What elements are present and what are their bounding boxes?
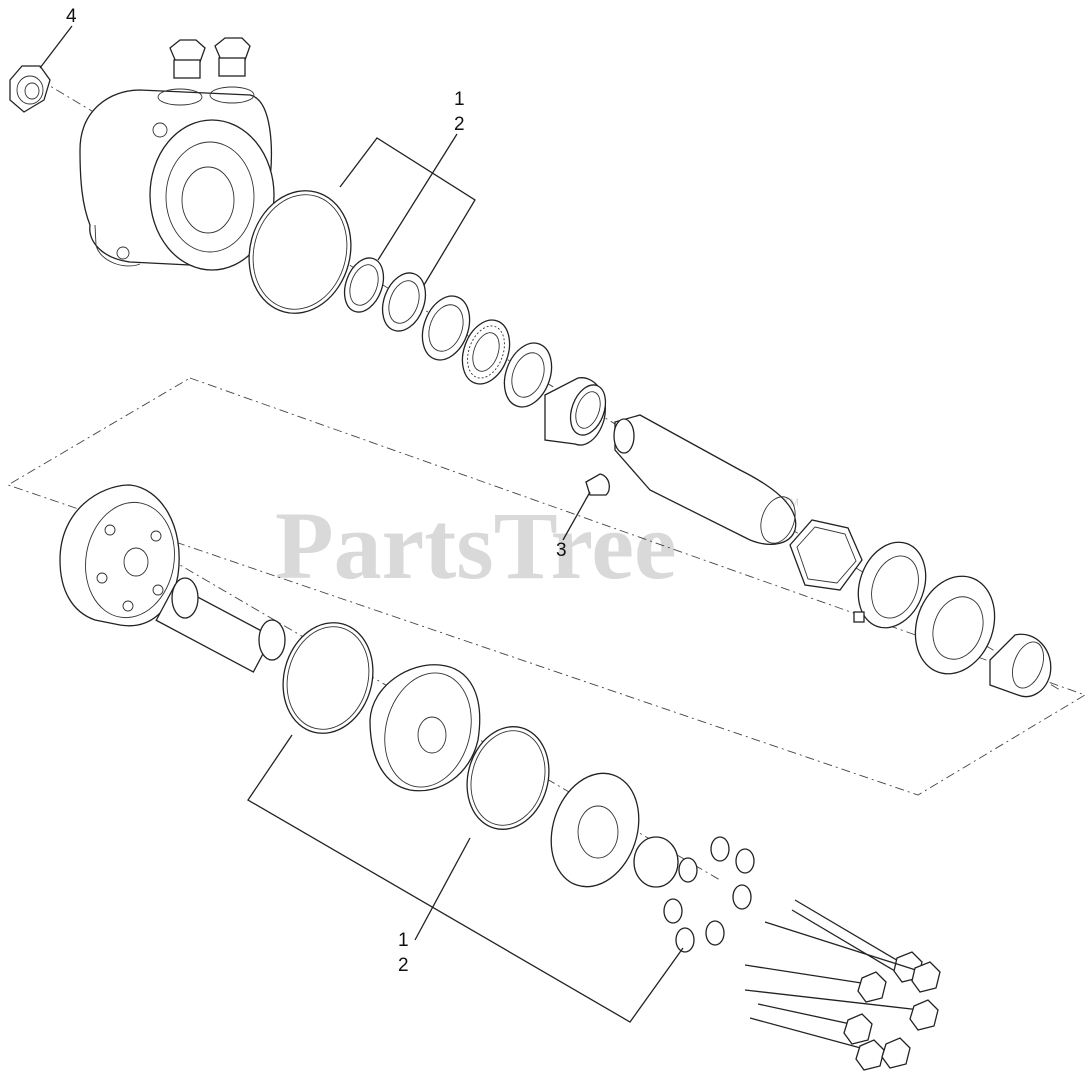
shaft-key: [585, 473, 611, 496]
bolt-set: [744, 899, 941, 1071]
thrust-washer-b: [503, 342, 553, 408]
leader-4: [39, 25, 73, 69]
housing-part: [79, 86, 275, 271]
upper-bracket: [339, 137, 476, 286]
large-oring-upper: [248, 190, 352, 314]
callout-item-3: 3: [556, 540, 567, 561]
watermark-text: PartsTree: [275, 492, 677, 599]
leader-lower: [414, 837, 471, 941]
needle-bearing-upper: [544, 377, 607, 446]
seal-ring-a: [343, 257, 385, 313]
callout-lower-2: 2: [398, 955, 409, 976]
seal-ring-b: [381, 272, 427, 332]
output-shaft: [613, 414, 797, 545]
port-fitting-right: [214, 37, 251, 77]
assembly-boundary: [6, 377, 1085, 796]
callout-upper-2: 2: [454, 114, 465, 135]
callout-lower-1: 1: [398, 930, 409, 951]
oring-lower-a: [282, 622, 374, 734]
leader-upper-2: [377, 133, 458, 261]
lower-bracket: [247, 734, 684, 1023]
needle-bearing-lower: [989, 633, 1052, 698]
gerotor-set: [369, 664, 481, 792]
wear-plate: [550, 772, 640, 888]
washer-set: [663, 836, 755, 953]
nut-part: [9, 65, 51, 113]
thrust-bearing: [461, 319, 511, 385]
plug-disc: [633, 836, 679, 888]
oring-lower-b: [466, 726, 550, 830]
coupling: [914, 575, 996, 675]
end-cap: [59, 484, 180, 627]
callout-item-4: 4: [66, 6, 77, 27]
thrust-washer-a: [421, 295, 471, 361]
gasket-hex: [789, 519, 863, 591]
seal-carrier: [853, 541, 927, 629]
leader-3: [562, 491, 591, 541]
callout-upper-1: 1: [454, 89, 465, 110]
drive-spline-shaft: [155, 577, 286, 673]
port-fitting-left: [169, 39, 206, 79]
